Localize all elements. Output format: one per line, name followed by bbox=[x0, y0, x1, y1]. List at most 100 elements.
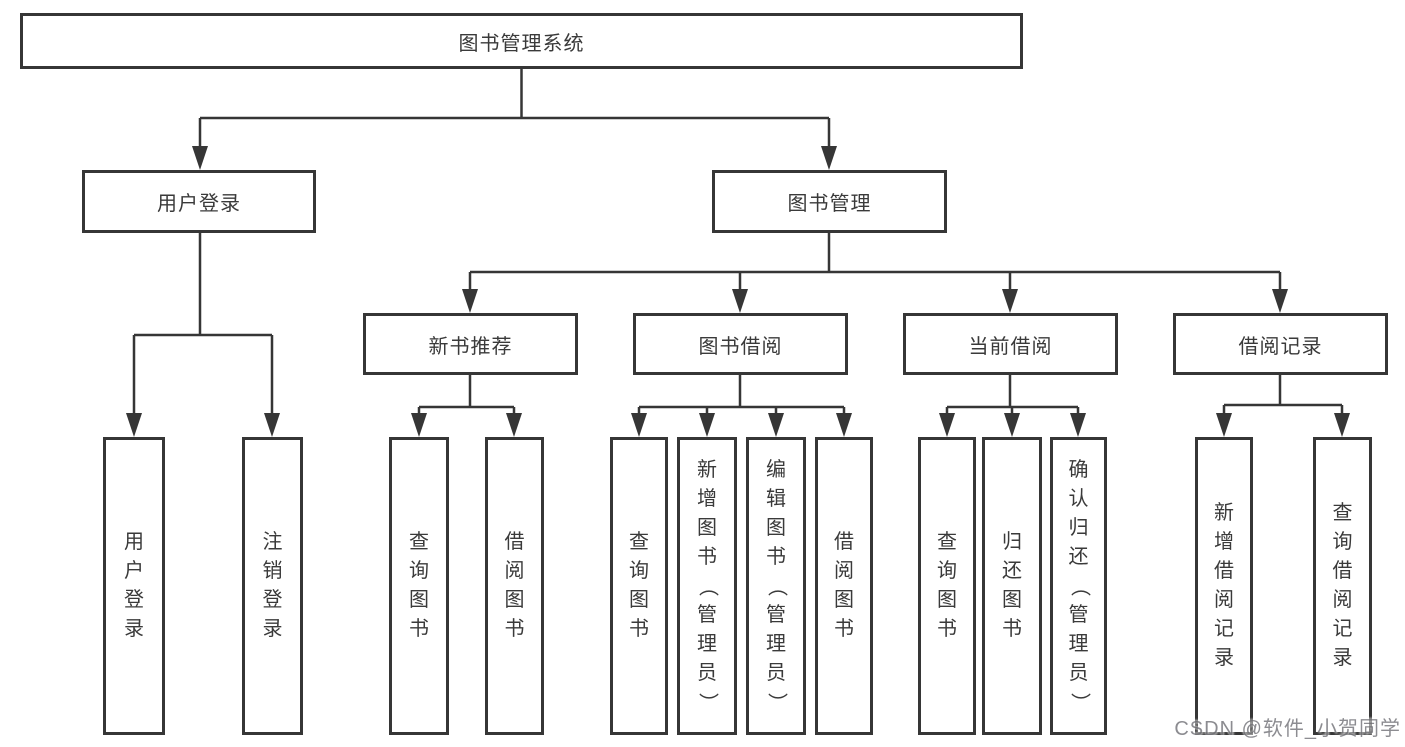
leaf-query-books-current: 查询图书 bbox=[918, 437, 976, 735]
arrowhead-icon bbox=[699, 413, 715, 437]
vertical-char: 图 bbox=[937, 589, 957, 611]
connector-book-borrow bbox=[637, 375, 846, 415]
arrowhead-icon bbox=[1272, 289, 1288, 313]
vertical-char: 图 bbox=[697, 516, 717, 539]
connector-root bbox=[198, 69, 831, 148]
arrowhead-icon bbox=[126, 413, 142, 437]
vertical-char: 新 bbox=[697, 458, 717, 481]
leaf-edit-book-admin: 编辑图书（管理员） bbox=[746, 437, 806, 735]
node-user-login-label: 用户登录 bbox=[157, 193, 241, 215]
vertical-char: 新 bbox=[1214, 502, 1234, 524]
vertical-char: 管 bbox=[766, 603, 786, 626]
vertical-char: 书 bbox=[937, 618, 957, 640]
vertical-char: 借 bbox=[1214, 560, 1234, 582]
vertical-char: 归 bbox=[1002, 531, 1022, 553]
leaf-confirm-return-admin: 确认归还（管理员） bbox=[1050, 437, 1107, 735]
node-library-system-label: 图书管理系统 bbox=[458, 32, 585, 55]
vertical-char: 借 bbox=[834, 531, 854, 553]
arrowhead-icon bbox=[1004, 413, 1020, 437]
leaf-edit-book-admin-label: 编辑图书（管理员） bbox=[749, 440, 803, 732]
vertical-char: 查 bbox=[409, 531, 429, 553]
vertical-char: （ bbox=[765, 576, 788, 596]
leaf-logout-label: 注销登录 bbox=[245, 440, 300, 732]
vertical-char: 借 bbox=[1332, 560, 1353, 582]
leaf-logout: 注销登录 bbox=[242, 437, 303, 735]
watermark-text: CSDN @软件_小贺同学 bbox=[1174, 718, 1401, 740]
node-borrow-records-label: 借阅记录 bbox=[1238, 335, 1323, 358]
vertical-char: 理 bbox=[1068, 632, 1089, 655]
leaf-return-book-label: 归还图书 bbox=[985, 440, 1039, 732]
vertical-char: 书 bbox=[409, 618, 429, 640]
leaf-query-books-recommend-label: 查询图书 bbox=[392, 440, 446, 732]
arrowhead-icon bbox=[1216, 413, 1232, 437]
node-book-management: 图书管理 bbox=[712, 170, 947, 233]
connector-book-management bbox=[468, 233, 1282, 291]
leaf-add-book-admin: 新增图书（管理员） bbox=[677, 437, 737, 735]
vertical-char: 确 bbox=[1068, 458, 1089, 481]
vertical-char: 图 bbox=[834, 589, 854, 611]
arrowhead-icon bbox=[506, 413, 522, 437]
vertical-char: 图 bbox=[629, 589, 649, 611]
vertical-char: 员 bbox=[766, 661, 786, 684]
vertical-char: 图 bbox=[766, 516, 786, 539]
vertical-char: 书 bbox=[1002, 618, 1022, 640]
connector-current-borrow bbox=[945, 375, 1080, 415]
node-book-borrow-label: 图书借阅 bbox=[698, 335, 783, 358]
arrowhead-group bbox=[126, 146, 1350, 437]
node-new-book-recommend: 新书推荐 bbox=[363, 313, 578, 375]
vertical-char: 员 bbox=[697, 661, 717, 684]
vertical-char: 员 bbox=[1068, 661, 1089, 684]
vertical-char: 图 bbox=[504, 589, 525, 611]
vertical-char: 记 bbox=[1214, 618, 1234, 640]
vertical-char: 阅 bbox=[834, 560, 854, 582]
vertical-char: 书 bbox=[766, 545, 786, 568]
leaf-add-book-admin-label: 新增图书（管理员） bbox=[680, 440, 734, 732]
arrowhead-icon bbox=[192, 146, 208, 170]
vertical-char: 还 bbox=[1002, 560, 1022, 582]
vertical-char: 管 bbox=[1068, 603, 1089, 626]
node-borrow-records: 借阅记录 bbox=[1173, 313, 1388, 375]
vertical-char: 认 bbox=[1068, 487, 1089, 510]
leaf-borrow-books-recommend: 借阅图书 bbox=[485, 437, 544, 735]
vertical-char: 书 bbox=[697, 545, 717, 568]
leaf-user-login: 用户登录 bbox=[103, 437, 165, 735]
vertical-char: 注 bbox=[262, 531, 283, 553]
vertical-char: 书 bbox=[504, 618, 525, 640]
arrowhead-icon bbox=[768, 413, 784, 437]
node-new-book-recommend-label: 新书推荐 bbox=[428, 335, 513, 358]
vertical-char: 理 bbox=[766, 632, 786, 655]
arrowhead-icon bbox=[1334, 413, 1350, 437]
leaf-borrow-books: 借阅图书 bbox=[815, 437, 873, 735]
node-current-borrow: 当前借阅 bbox=[903, 313, 1118, 375]
vertical-char: 管 bbox=[697, 603, 717, 626]
vertical-char: 阅 bbox=[504, 560, 525, 582]
leaf-query-books-borrow-label: 查询图书 bbox=[613, 440, 665, 732]
connector-new-book bbox=[417, 375, 516, 415]
arrowhead-icon bbox=[732, 289, 748, 313]
vertical-char: 归 bbox=[1068, 516, 1089, 539]
vertical-char: ） bbox=[1068, 692, 1090, 712]
vertical-char: 登 bbox=[262, 589, 283, 611]
leaf-query-books-recommend: 查询图书 bbox=[389, 437, 449, 735]
connector-group bbox=[132, 69, 1344, 415]
leaf-add-borrow-record: 新增借阅记录 bbox=[1195, 437, 1253, 735]
vertical-char: 录 bbox=[262, 618, 283, 640]
vertical-char: 增 bbox=[697, 487, 717, 510]
vertical-char: 询 bbox=[409, 560, 429, 582]
arrowhead-icon bbox=[1070, 413, 1086, 437]
vertical-char: 查 bbox=[1332, 502, 1353, 524]
leaf-return-book: 归还图书 bbox=[982, 437, 1042, 735]
vertical-char: 记 bbox=[1332, 618, 1353, 640]
arrowhead-icon bbox=[939, 413, 955, 437]
vertical-char: 登 bbox=[124, 589, 144, 611]
arrowhead-icon bbox=[462, 289, 478, 313]
vertical-char: 录 bbox=[1332, 647, 1353, 669]
vertical-char: 编 bbox=[766, 458, 786, 481]
vertical-char: ） bbox=[765, 692, 788, 712]
vertical-char: 询 bbox=[1332, 531, 1353, 553]
node-book-borrow: 图书借阅 bbox=[633, 313, 848, 375]
node-user-login: 用户登录 bbox=[82, 170, 316, 233]
connector-user-login bbox=[132, 233, 274, 415]
